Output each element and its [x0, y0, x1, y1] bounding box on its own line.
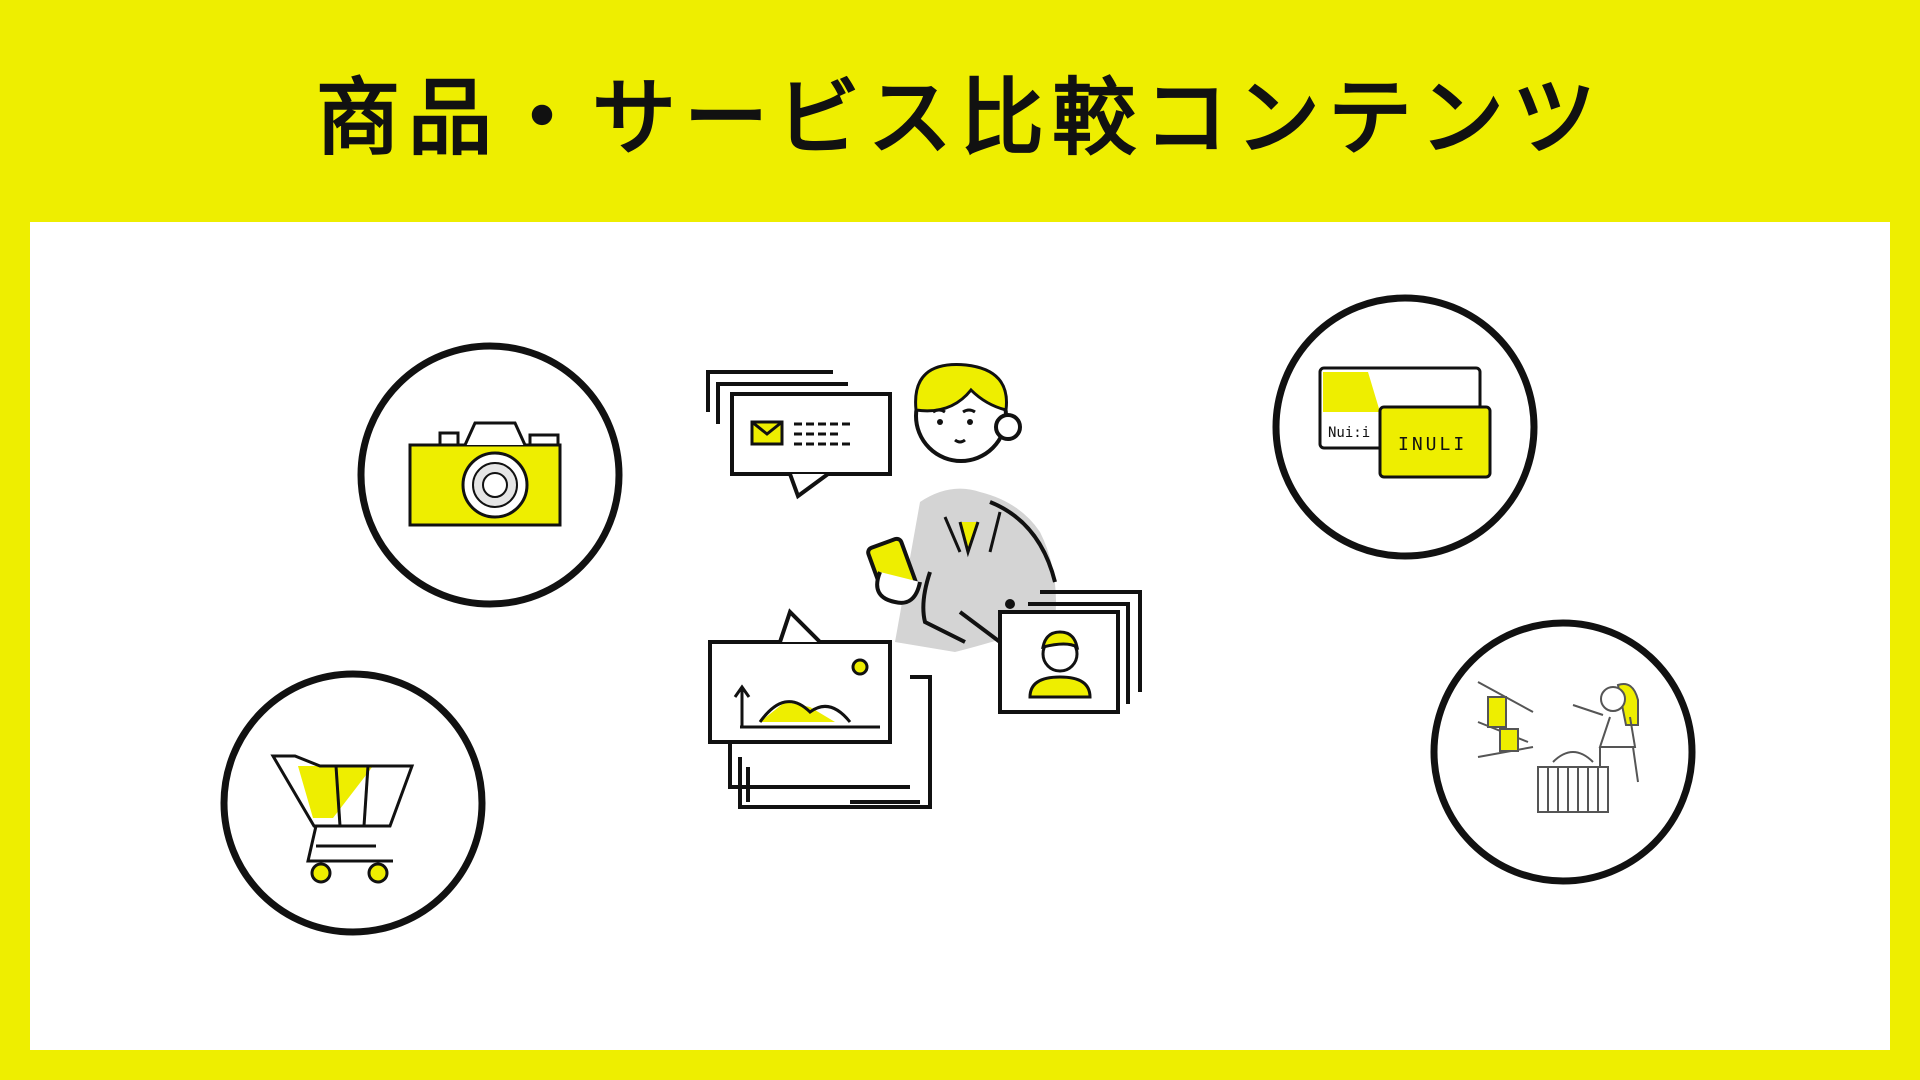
shopper-circle — [1428, 617, 1698, 887]
ic-card-circle: Nui:i INULI — [1270, 292, 1540, 562]
mail-icon — [750, 420, 784, 446]
photo-card — [708, 608, 932, 809]
central-illustration — [670, 342, 1270, 902]
shopping-cart-icon — [220, 670, 486, 936]
camera-icon — [357, 342, 623, 608]
mail-card — [706, 370, 892, 500]
illustration-panel: Nui:i INULI — [30, 222, 1890, 1050]
portrait-card — [958, 590, 1142, 714]
card-front-label: INULI — [1398, 434, 1467, 455]
cart-circle — [218, 668, 488, 938]
ic-card-icon: Nui:i INULI — [1272, 294, 1538, 560]
header-bar: 商品・サービス比較コンテンツ — [0, 0, 1920, 222]
person-icon — [1028, 630, 1092, 699]
photo-icon — [733, 658, 880, 729]
shopper-icon — [1430, 619, 1696, 885]
camera-circle — [355, 340, 625, 610]
page-title: 商品・サービス比較コンテンツ — [315, 68, 1604, 167]
card-back-label: Nui:i — [1328, 425, 1370, 441]
businessman — [866, 363, 1057, 652]
